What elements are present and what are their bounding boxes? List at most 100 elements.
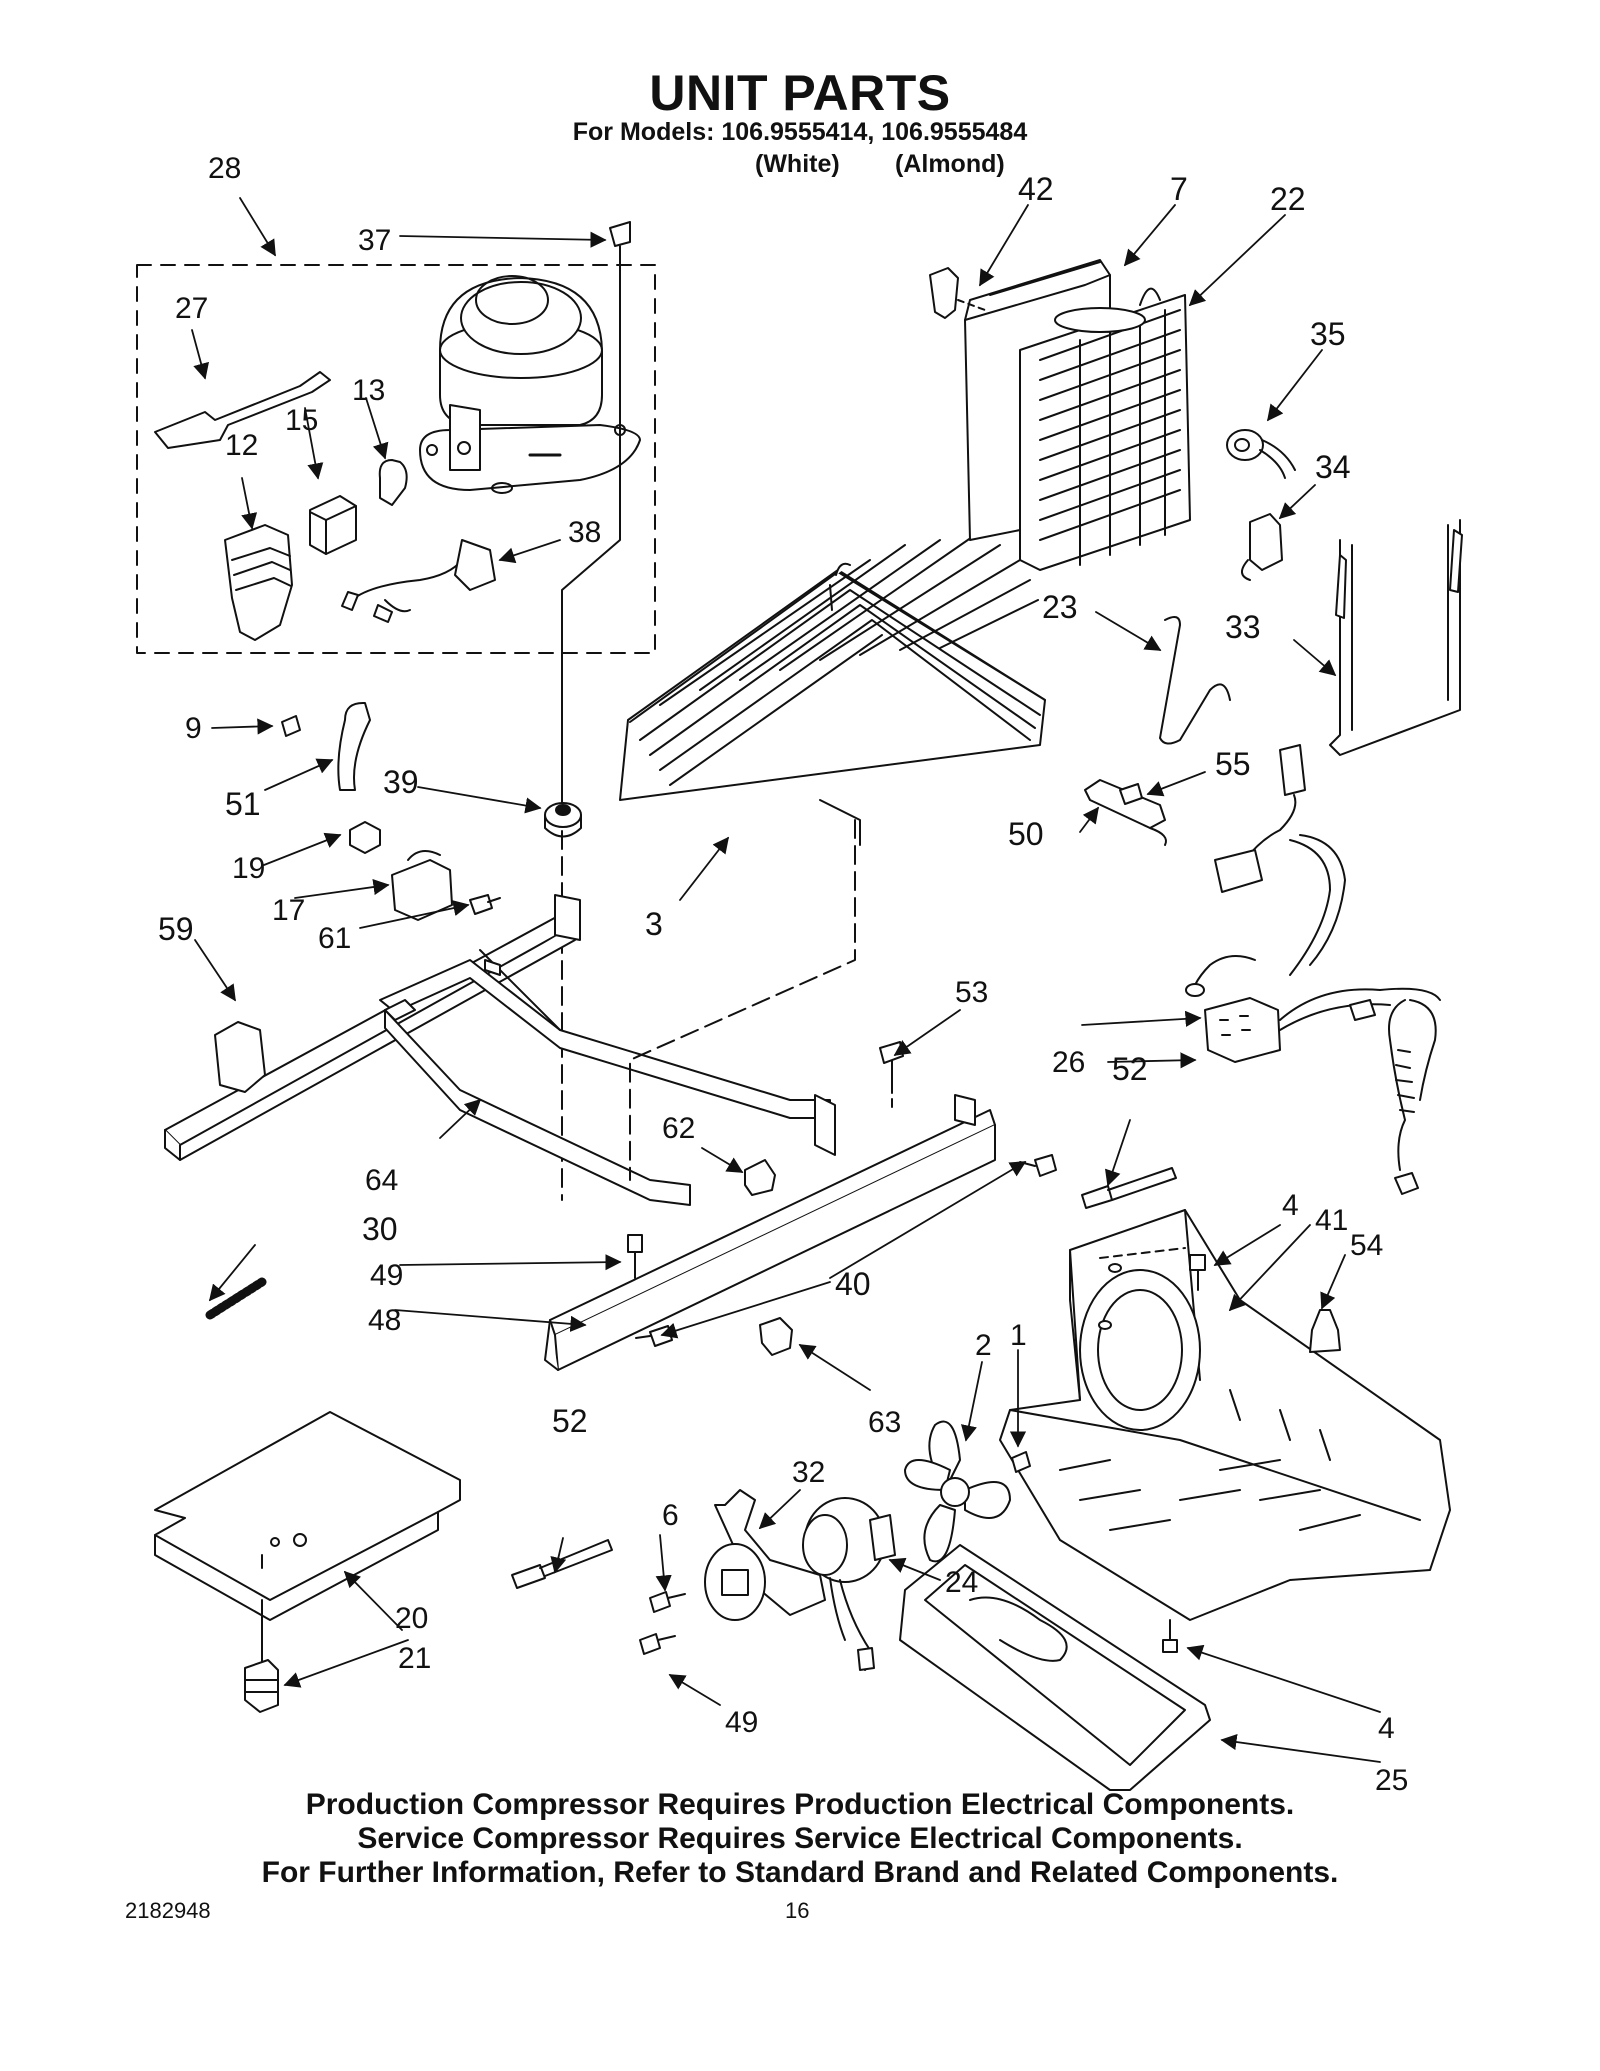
callout-12: 12: [225, 429, 258, 462]
callout-49-top: 49: [370, 1259, 403, 1292]
screw-6: [649, 1591, 686, 1613]
callout-30: 30: [362, 1211, 398, 1247]
screw-55: [1119, 783, 1143, 805]
motor-bracket: [704, 1489, 826, 1621]
cable-tie-top: [1081, 1167, 1177, 1209]
callout-33: 33: [1225, 609, 1261, 645]
screw-37: [609, 221, 631, 269]
drain-tube: [337, 701, 371, 791]
callout-39: 39: [383, 764, 419, 800]
callout-54: 54: [1350, 1229, 1383, 1262]
start-capacitor: [391, 850, 453, 921]
screw-49-bottom: [639, 1633, 676, 1655]
fan-blade: [904, 1420, 1011, 1563]
bracket-59: [214, 1021, 266, 1093]
grommet: [544, 802, 582, 838]
models-line: For Models: 106.9555414, 106.9555484: [572, 118, 1028, 146]
callout-25: 25: [1375, 1764, 1408, 1797]
cover-plate: [154, 1411, 461, 1621]
relay-cover: [224, 524, 293, 641]
variant-almond: (Almond): [895, 150, 1005, 178]
callout-55: 55: [1215, 746, 1251, 782]
condenser-fan-motor: [802, 1497, 896, 1671]
cable-tie-bottom: [511, 1539, 613, 1589]
fitting: [759, 1317, 793, 1356]
callout-6: 6: [662, 1499, 679, 1532]
clip-42: [929, 267, 959, 319]
callout-63: 63: [868, 1406, 901, 1439]
callout-4-bottom: 4: [1378, 1712, 1395, 1745]
callout-19: 19: [232, 852, 265, 885]
callout-62: 62: [662, 1112, 695, 1145]
callout-1: 1: [1010, 1319, 1027, 1352]
front-rail: [544, 1094, 996, 1371]
callout-41: 41: [1315, 1204, 1348, 1237]
callout-21: 21: [398, 1642, 431, 1675]
callout-15: 15: [285, 404, 318, 437]
screw-4-bottom: [1162, 1619, 1178, 1653]
screw-53: [879, 1041, 904, 1086]
drain-pan: [899, 1544, 1211, 1791]
callout-24: 24: [945, 1566, 978, 1599]
base-rail-frame: [164, 894, 836, 1206]
spring: [205, 1277, 267, 1320]
page-number: 16: [785, 1898, 810, 1923]
note-production: Production Compressor Requires Productio…: [305, 1788, 1295, 1821]
cap: [281, 715, 301, 737]
callout-23: 23: [1042, 589, 1078, 625]
overload-protector: [378, 459, 408, 506]
callout-26: 26: [1052, 1046, 1085, 1079]
callout-51: 51: [225, 786, 261, 822]
defrost-heater: [1329, 519, 1463, 756]
filter-drier: [154, 371, 331, 449]
callout-49-bottom: 49: [725, 1706, 758, 1739]
fan-shroud-bracket: [999, 1209, 1451, 1621]
callout-64: 64: [365, 1164, 398, 1197]
callout-34: 34: [1315, 449, 1351, 485]
fan-hub: [1011, 1451, 1031, 1473]
wire-nut: [1309, 1309, 1341, 1353]
callout-27: 27: [175, 292, 208, 325]
callout-53: 53: [955, 976, 988, 1009]
callout-59: 59: [158, 911, 194, 947]
compressor-kit-box: [136, 264, 656, 654]
callout-28: 28: [208, 152, 241, 185]
foam-block: [349, 821, 381, 854]
callout-61: 61: [318, 922, 351, 955]
clip-62: [744, 1159, 776, 1196]
wire-hanger: [1159, 615, 1231, 745]
evaporator: [964, 259, 1191, 571]
bracket-34: [1249, 513, 1283, 571]
compressor-wire-harness: [341, 539, 496, 623]
main-wire-harness: [1185, 744, 1441, 1195]
leveling-leg: [244, 1659, 279, 1713]
note-service: Service Compressor Requires Service Elec…: [357, 1822, 1243, 1855]
callout-22: 22: [1270, 181, 1306, 217]
variant-white: (White): [755, 150, 840, 178]
note-further-info: For Further Information, Refer to Standa…: [261, 1856, 1339, 1889]
start-relay: [309, 495, 357, 555]
screw-rail-right: [1019, 1154, 1057, 1177]
callout-17: 17: [272, 894, 305, 927]
callout-38: 38: [568, 516, 601, 549]
callout-50: 50: [1008, 816, 1044, 852]
callout-20: 20: [395, 1602, 428, 1635]
condenser-coil: [619, 534, 1046, 846]
screw-4-top: [1189, 1254, 1206, 1291]
document-number: 2182948: [125, 1898, 211, 1923]
screw-49-top: [627, 1234, 643, 1279]
callout-2: 2: [975, 1329, 992, 1362]
callout-52-bottom: 52: [552, 1403, 588, 1439]
callout-4-top: 4: [1282, 1189, 1299, 1222]
callout-52-top: 52: [1112, 1051, 1148, 1087]
callout-7: 7: [1170, 171, 1188, 207]
callout-48: 48: [368, 1304, 401, 1337]
compressor: [419, 275, 641, 494]
page-title: UNIT PARTS: [649, 65, 951, 121]
defrost-thermostat: [1226, 429, 1296, 479]
callout-32: 32: [792, 1456, 825, 1489]
screw-61: [469, 894, 501, 915]
callout-40: 40: [835, 1266, 871, 1302]
callout-13: 13: [352, 374, 385, 407]
